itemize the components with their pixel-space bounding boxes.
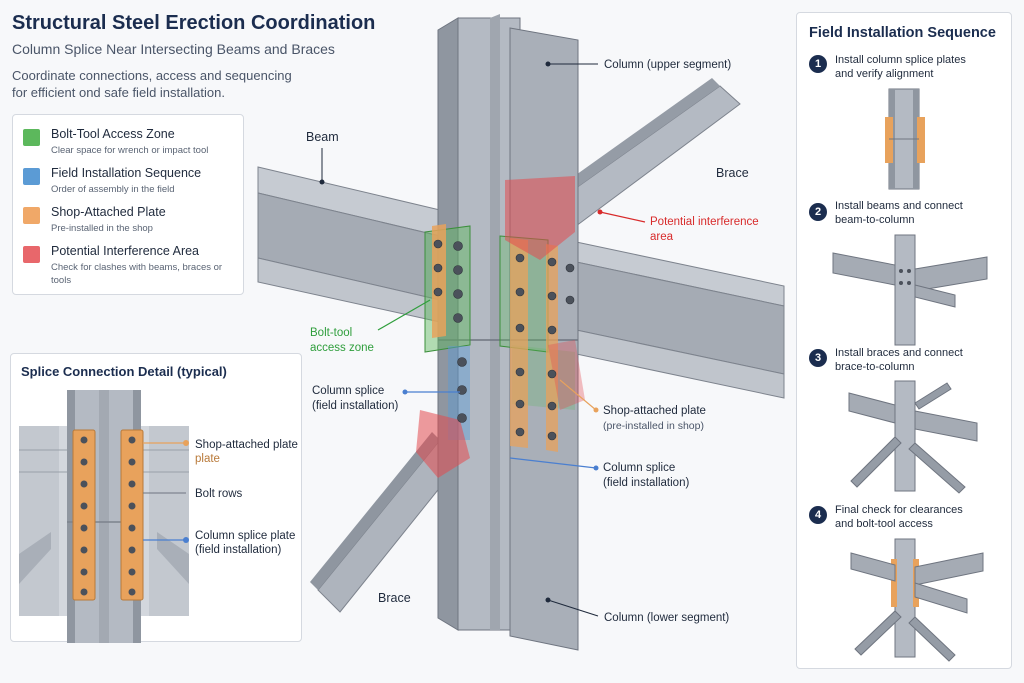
label-splice-left-1: Column splice [312,385,385,397]
legend-desc: Check for clashes with beams, braces or … [51,262,223,286]
label-brace-right: Brace [716,166,749,180]
step-text-1: Install column splice plates and verify … [835,53,1005,81]
legend-title: Field Installation Sequence [51,166,202,180]
label-beam: Beam [306,130,339,144]
legend-desc: Pre-installed in the shop [51,223,153,234]
step-number-4: 4 [809,506,827,524]
label-interference-2: area [650,231,674,243]
intro-line-1: Coordinate connections, access and seque… [12,68,292,83]
detail-label-shop-plate-2: plate [195,453,220,465]
step-3-illustration [848,380,978,494]
sequence-title: Field Installation Sequence [809,25,996,41]
legend-desc: Order of assembly in the field [51,184,175,195]
legend-swatch-red [23,246,40,263]
splice-detail-drawing [19,390,189,643]
legend-desc: Clear space for wrench or impact tool [51,145,209,156]
step-3-line-2: brace-to-column [835,361,915,373]
legend-panel: Bolt-Tool Access Zone Clear space for wr… [12,114,244,295]
label-splice-right-1: Column splice [603,462,676,474]
label-bolt-tool-1: Bolt-tool [310,327,353,339]
step-1-line-1: Install column splice plates [835,54,966,66]
step-text-2: Install beams and connect beam-to-column [835,199,1005,227]
label-brace-left: Brace [378,591,411,605]
label-bolt-tool-2: access zone [310,342,374,354]
step-2-line-1: Install beams and connect [835,200,963,212]
label-column-lower: Column (lower segment) [604,612,730,624]
sequence-illustrations [832,88,988,662]
detail-label-splice-plate-2: (field installation) [195,544,282,556]
intro-text: Coordinate connections, access and seque… [12,67,302,101]
step-4-line-2: and bolt-tool access [835,518,933,530]
step-4-illustration [850,538,984,662]
legend-swatch-green [23,129,40,146]
legend-title: Bolt-Tool Access Zone [51,127,175,141]
step-3-line-1: Install braces and connect [835,347,963,359]
step-1-illustration [885,88,925,190]
installation-sequence-panel: Field Installation Sequence 1 Install co… [796,12,1012,669]
step-2-line-2: beam-to-column [835,214,915,226]
label-splice-right-2: (field installation) [603,477,690,489]
label-splice-left-2: (field installation) [312,400,399,412]
step-number-2: 2 [809,203,827,221]
legend-swatch-orange [23,207,40,224]
detail-title: Splice Connection Detail (typical) [21,364,227,379]
intro-line-2: for efficient ond safe field installatio… [12,85,225,100]
page-title: Structural Steel Erection Coordination [12,12,376,34]
legend-title: Potential Interference Area [51,244,200,258]
label-interference-1: Potential interference [650,216,759,228]
label-shop-plate-1: Shop-attached plate [603,405,706,417]
detail-label-bolt-rows: Bolt rows [195,488,243,500]
step-number-1: 1 [809,55,827,73]
detail-label-shop-plate: Shop-attached plate [195,439,298,451]
step-4-line-1: Final check for clearances [835,504,963,516]
legend-title: Shop-Attached Plate [51,205,166,219]
legend-swatch-blue [23,168,40,185]
page-subtitle: Column Splice Near Intersecting Beams an… [12,41,335,57]
detail-label-splice-plate: Column splice plate [195,530,296,542]
label-column-upper: Column (upper segment) [604,59,732,71]
step-text-3: Install braces and connect brace-to-colu… [835,346,1005,374]
step-2-illustration [832,234,988,346]
step-1-line-2: and verify alignment [835,68,934,80]
label-shop-plate-2: (pre-installed in shop) [603,420,704,432]
splice-detail-panel: Splice Connection Detail (typical) Shop-… [10,353,302,643]
step-text-4: Final check for clearances and bolt-tool… [835,503,1005,531]
step-number-3: 3 [809,349,827,367]
